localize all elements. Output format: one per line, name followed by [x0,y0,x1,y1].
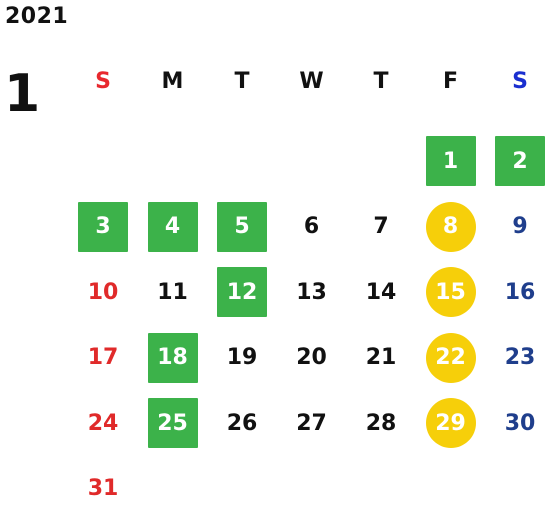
day-number: 31 [87,476,119,501]
calendar-day[interactable]: 14 [347,259,415,325]
calendar-day-yellow[interactable]: 15 [417,259,485,325]
calendar-day-green[interactable]: 2 [486,128,548,194]
day-number: 27 [296,410,327,436]
calendar-month: 1 [4,64,41,124]
day-number: 22 [425,332,476,383]
day-number: 10 [87,279,119,305]
calendar-day[interactable]: 20 [278,325,346,391]
weekday-header: W [299,68,324,94]
calendar-year: 2021 [5,4,69,29]
calendar-day[interactable]: 24 [69,390,137,456]
calendar-day-yellow[interactable]: 8 [417,194,485,260]
weekday-header: T [234,68,250,94]
day-number: 5 [217,201,267,252]
calendar-day[interactable]: 31 [69,456,137,522]
day-number: 18 [147,332,198,383]
calendar-day[interactable]: 26 [208,390,276,456]
calendar-day-green[interactable]: 5 [208,194,276,260]
day-number: 26 [226,410,258,436]
calendar-day[interactable]: 6 [278,194,346,260]
day-number: 29 [425,398,476,448]
calendar-day[interactable]: 27 [278,390,346,456]
calendar-day[interactable]: 28 [347,390,415,456]
day-number: 20 [296,345,327,370]
day-number: 6 [303,214,320,239]
weekday-header: S [95,68,111,94]
day-number: 9 [512,214,528,239]
day-number: 13 [296,279,327,305]
calendar-day-green[interactable]: 1 [417,128,485,194]
calendar-day-green[interactable]: 12 [208,259,276,325]
day-number: 23 [504,345,536,370]
calendar-day[interactable]: 7 [347,194,415,260]
calendar-day[interactable]: 10 [69,259,137,325]
calendar-day-green[interactable]: 18 [139,325,207,391]
weekday-header: M [161,68,184,94]
day-number: 30 [504,410,536,436]
day-number: 1 [425,136,476,186]
day-number: 28 [365,410,397,436]
day-number: 2 [495,136,545,186]
calendar-day[interactable]: 13 [278,259,346,325]
day-number: 17 [87,345,119,370]
weekday-header: F [442,68,459,94]
day-number: 3 [78,201,128,252]
calendar-day-yellow[interactable]: 29 [417,390,485,456]
day-number: 24 [87,410,119,436]
weekday-header: T [373,68,389,94]
day-number: 16 [504,279,536,305]
calendar-day-green[interactable]: 25 [139,390,207,456]
day-number: 19 [226,345,258,370]
day-number: 15 [425,267,476,317]
calendar-day-green[interactable]: 3 [69,194,137,260]
day-number: 21 [365,345,397,370]
calendar-day[interactable]: 11 [139,259,207,325]
day-number: 7 [373,214,389,239]
day-number: 12 [217,267,267,317]
calendar-day[interactable]: 23 [486,325,548,391]
weekday-header: S [512,68,528,94]
calendar-day[interactable]: 9 [486,194,548,260]
day-number: 8 [425,201,476,252]
day-number: 14 [365,279,397,305]
calendar-day[interactable]: 21 [347,325,415,391]
calendar-day[interactable]: 19 [208,325,276,391]
calendar-day[interactable]: 17 [69,325,137,391]
calendar-day[interactable]: 30 [486,390,548,456]
day-number: 11 [157,279,188,305]
calendar-day-green[interactable]: 4 [139,194,207,260]
day-number: 25 [147,398,198,448]
calendar-day[interactable]: 16 [486,259,548,325]
calendar-day-yellow[interactable]: 22 [417,325,485,391]
day-number: 4 [147,201,198,252]
